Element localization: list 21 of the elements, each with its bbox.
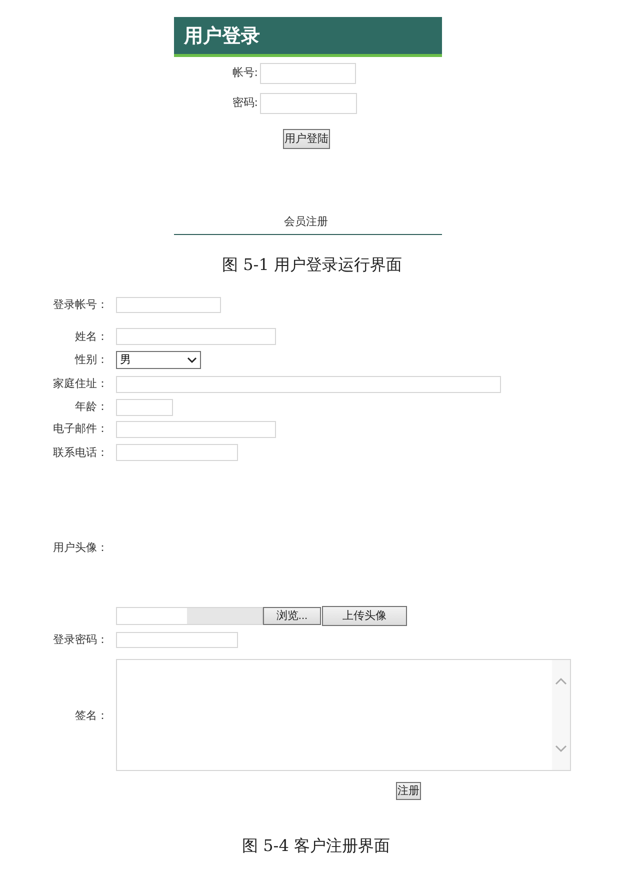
dropdown-field: 男: [116, 351, 201, 369]
field-label: 登录密码：: [53, 633, 108, 647]
button: 浏览...: [263, 607, 321, 625]
field-label: 帐号:: [232, 66, 258, 80]
link-text: 会员注册: [284, 215, 328, 229]
field-label: 姓名：: [75, 330, 108, 344]
field-label: 用户头像：: [53, 541, 108, 555]
figure-caption: 图 5-4 客户注册界面: [242, 836, 390, 857]
button: 上传头像: [322, 606, 407, 626]
field-label: 年龄：: [75, 400, 108, 414]
field-label: 签名：: [75, 709, 108, 723]
field-label: 性别：: [75, 353, 108, 367]
figure-caption: 图 5-1 用户登录运行界面: [222, 255, 402, 276]
field-label: 登录帐号：: [53, 298, 108, 312]
field-label: 电子邮件：: [53, 422, 108, 436]
button: 用户登陆: [283, 129, 330, 149]
field-label: 密码:: [232, 96, 258, 110]
panel-header: 用户登录: [174, 17, 442, 57]
field-label: 家庭住址：: [53, 377, 108, 391]
field-label: 联系电话：: [53, 446, 108, 460]
button: 注册: [396, 782, 421, 800]
